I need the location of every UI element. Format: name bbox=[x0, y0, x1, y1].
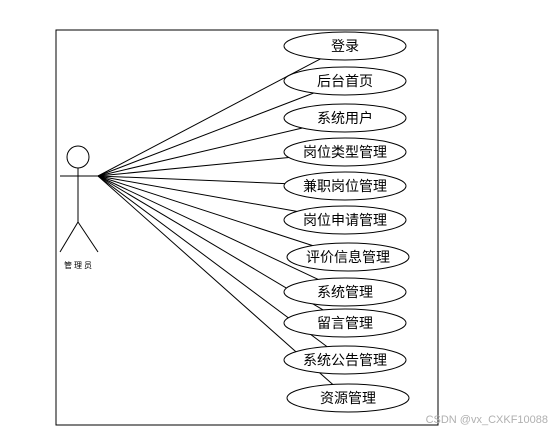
association-line-parttime-job-mgmt bbox=[97, 175, 285, 185]
use-case-system-users: 系统用户 bbox=[283, 103, 407, 133]
association-line-login bbox=[97, 58, 321, 177]
use-case-label: 留言管理 bbox=[317, 316, 373, 332]
use-case-label: 岗位申请管理 bbox=[303, 213, 387, 229]
use-case-ellipse bbox=[283, 205, 407, 235]
use-case-parttime-job-mgmt: 兼职岗位管理 bbox=[283, 171, 407, 201]
system-boundary bbox=[55, 29, 439, 426]
actor-left-leg bbox=[59, 221, 79, 253]
use-case-label: 系统用户 bbox=[317, 110, 373, 127]
use-case-ellipse bbox=[283, 31, 407, 61]
use-case-ellipse bbox=[286, 242, 410, 272]
use-case-job-application-mgmt: 岗位申请管理 bbox=[283, 205, 407, 235]
use-case-job-type-mgmt: 岗位类型管理 bbox=[283, 137, 407, 167]
use-case-ellipse bbox=[283, 277, 407, 307]
association-line-message-mgmt bbox=[97, 175, 324, 311]
use-case-label: 系统管理 bbox=[317, 285, 373, 301]
use-case-message-mgmt: 留言管理 bbox=[283, 308, 407, 338]
use-case-ellipse bbox=[283, 171, 407, 201]
association-line-job-type-mgmt bbox=[97, 157, 289, 177]
use-case-system-notice-mgmt: 系统公告管理 bbox=[283, 345, 407, 375]
actor-head bbox=[66, 145, 90, 169]
use-case-label: 后台首页 bbox=[317, 74, 373, 90]
use-case-system-mgmt: 系统管理 bbox=[283, 277, 407, 307]
use-case-ellipse bbox=[283, 345, 407, 375]
use-case-review-info-mgmt: 评价信息管理 bbox=[286, 242, 410, 272]
actor-label: 管理员 bbox=[64, 260, 94, 270]
use-case-label: 登录 bbox=[331, 39, 359, 55]
use-cases: 登录后台首页系统用户岗位类型管理兼职岗位管理岗位申请管理评价信息管理系统管理留言… bbox=[283, 31, 410, 413]
use-case-ellipse bbox=[283, 103, 407, 133]
use-case-label: 评价信息管理 bbox=[306, 249, 390, 266]
use-case-resource-mgmt: 资源管理 bbox=[286, 383, 410, 413]
association-line-system-mgmt bbox=[97, 175, 319, 280]
use-case-ellipse bbox=[283, 308, 407, 338]
use-case-label: 资源管理 bbox=[320, 391, 376, 407]
use-case-ellipse bbox=[283, 66, 407, 96]
association-line-resource-mgmt bbox=[97, 175, 334, 385]
association-line-job-application-mgmt bbox=[97, 175, 297, 212]
use-case-label: 兼职岗位管理 bbox=[303, 179, 387, 195]
use-case-label: 岗位类型管理 bbox=[303, 145, 387, 161]
use-case-login: 登录 bbox=[283, 31, 407, 61]
association-line-review-info-mgmt bbox=[97, 175, 313, 247]
association-line-admin-home bbox=[97, 92, 314, 177]
use-case-ellipse bbox=[286, 383, 410, 413]
actor-right-leg bbox=[77, 221, 99, 253]
use-case-admin-home: 后台首页 bbox=[283, 66, 407, 96]
actor: 管理员 bbox=[59, 145, 99, 270]
watermark: CSDN @vx_CXKF10088 bbox=[426, 414, 548, 426]
use-case-label: 系统公告管理 bbox=[303, 353, 387, 369]
use-case-ellipse bbox=[283, 137, 407, 167]
association-line-system-users bbox=[97, 127, 303, 177]
